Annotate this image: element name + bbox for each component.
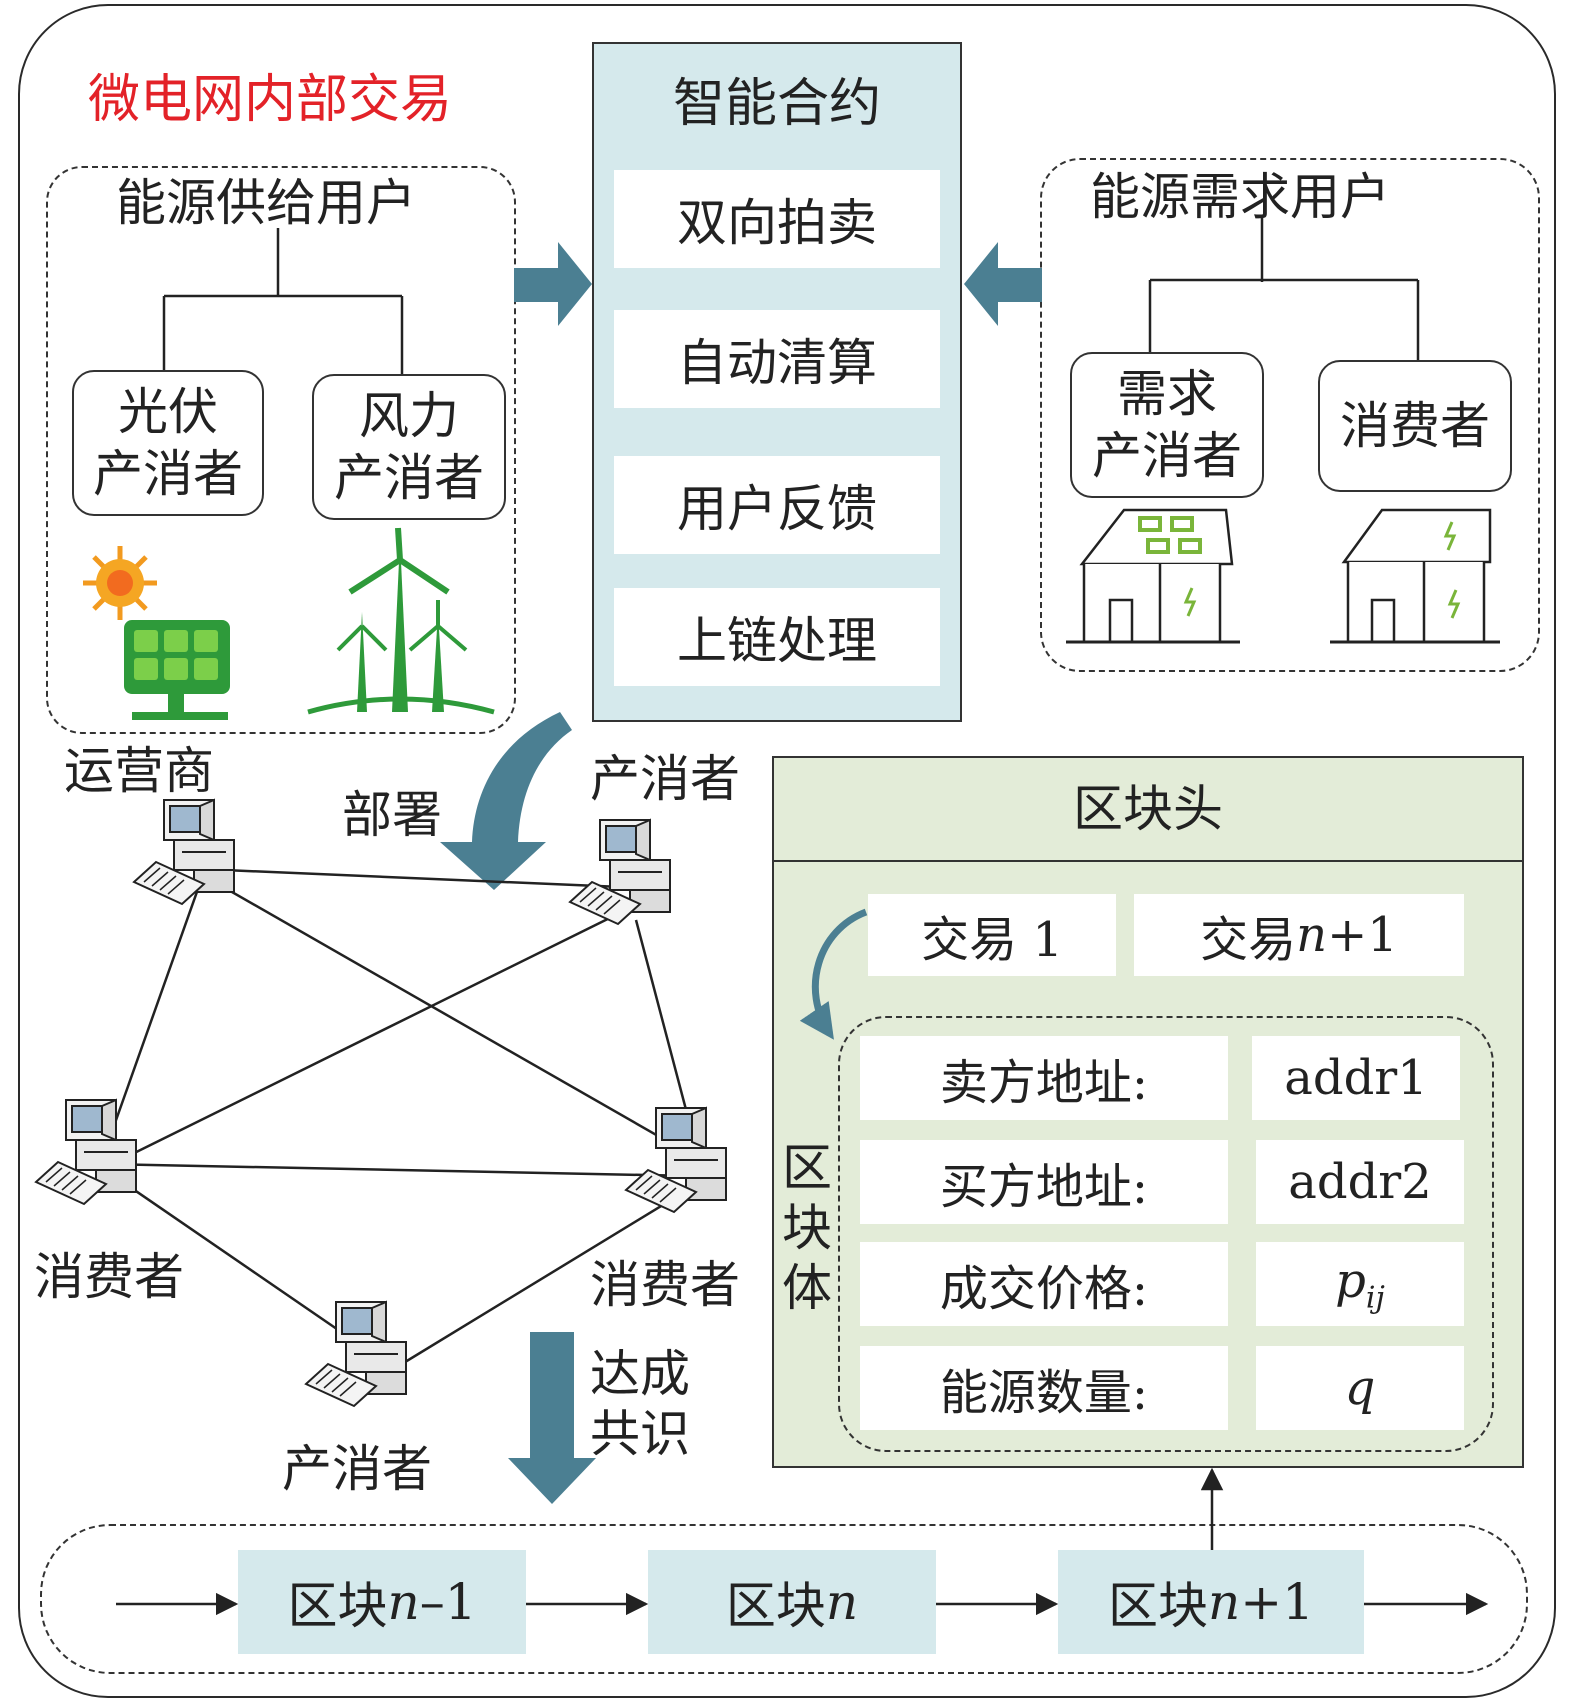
smart-contract-panel: 智能合约 双向拍卖 自动清算 用户反馈 上链处理 (592, 42, 962, 722)
buyer-address-value-cell: addr2 (1256, 1140, 1464, 1224)
block-body-label: 区 块 体 (782, 1138, 832, 1318)
demand-to-contract-arrow (964, 242, 1042, 326)
buyer-address-label-cell: 买方地址: (860, 1140, 1228, 1224)
solar-panel-icon (124, 620, 230, 720)
block-header-divider (772, 860, 1524, 862)
wind-prosumer-box: 风力 产消者 (312, 374, 506, 520)
consumer-box: 消费者 (1318, 360, 1512, 492)
chain-block-current-prefix: 区块 (725, 1577, 826, 1635)
supply-to-contract-arrow (514, 242, 592, 326)
consensus-label: 达成 共识 (590, 1344, 690, 1464)
chain-block-prev-prefix: 区块 (287, 1577, 388, 1635)
computer-icon-consumer-left (35, 1099, 137, 1205)
chain-block-next-suffix: +1 (1240, 1573, 1314, 1631)
chain-block-prev: 区块 n–1 (238, 1550, 526, 1654)
chain-block-prev-var: n (387, 1573, 420, 1631)
demand-prosumer-line1: 需求 (1117, 364, 1217, 423)
consensus-arrow (508, 1332, 596, 1504)
price-var: p (1335, 1252, 1366, 1309)
pv-prosumer-line2: 产消者 (93, 445, 243, 503)
supply-tree-lines (162, 228, 404, 374)
chain-block-next: 区块 n+1 (1058, 1550, 1364, 1654)
wind-turbine-icon (307, 527, 495, 715)
prosumer-top-label: 产消者 (590, 750, 740, 808)
buyer-address-value: addr2 (1288, 1154, 1432, 1210)
demand-users-group (1040, 158, 1540, 672)
operator-label: 运营商 (64, 742, 214, 800)
quantity-label: 能源数量: (939, 1365, 1149, 1421)
consensus-line2: 共识 (590, 1405, 690, 1463)
sc-item-double-auction: 双向拍卖 (614, 170, 940, 268)
demand-prosumer-box: 需求 产消者 (1070, 352, 1264, 498)
chain-block-current: 区块 n (648, 1550, 936, 1654)
consumer-right-label: 消费者 (590, 1256, 740, 1314)
pv-prosumer-box: 光伏 产消者 (72, 370, 264, 516)
block-body-char3: 体 (782, 1259, 832, 1317)
block-body-group (838, 1016, 1494, 1452)
supply-users-group (46, 166, 516, 734)
prosumer-bottom-label: 产消者 (282, 1440, 432, 1498)
demand-tree-lines (1148, 218, 1420, 360)
block-body-char1: 区 (782, 1139, 832, 1197)
txn-suffix: +1 (1327, 907, 1398, 963)
chain-group (40, 1524, 1528, 1674)
house-solar-icon (1066, 508, 1240, 644)
wind-prosumer-line1: 风力 (359, 386, 459, 445)
computer-icon-prosumer-top (569, 819, 671, 925)
txn-cell: 交易 n+1 (1134, 894, 1464, 976)
price-subscript: ij (1365, 1280, 1385, 1316)
outer-frame (18, 4, 1556, 1698)
price-label-cell: 成交价格: (860, 1242, 1228, 1326)
tx1-text: 交易 1 (921, 912, 1063, 968)
computer-icon-consumer-right (625, 1107, 727, 1213)
house-icon (1330, 508, 1500, 644)
chain-block-current-var: n (825, 1573, 859, 1631)
computer-icon-operator (133, 799, 235, 905)
buyer-address-label: 买方地址: (939, 1159, 1149, 1215)
price-label: 成交价格: (939, 1261, 1149, 1317)
consensus-line1: 达成 (590, 1345, 690, 1403)
seller-address-value-cell: addr1 (1252, 1036, 1460, 1120)
demand-prosumer-line2: 产消者 (1092, 427, 1242, 485)
txn-var: n (1296, 907, 1328, 963)
sc-item-user-feedback: 用户反馈 (614, 456, 940, 554)
seller-address-label: 卖方地址: (939, 1055, 1149, 1111)
network-links (102, 868, 701, 1372)
chain-block-next-var: n (1208, 1573, 1241, 1631)
chain-block-prev-suffix: –1 (419, 1573, 477, 1631)
pv-prosumer-line1: 光伏 (118, 382, 218, 441)
smart-contract-title: 智能合约 (672, 74, 881, 134)
supply-users-label: 能源供给用户 (116, 174, 416, 232)
quantity-value: q (1344, 1360, 1376, 1416)
tx1-cell: 交易 1 (868, 894, 1116, 976)
quantity-label-cell: 能源数量: (860, 1346, 1228, 1430)
deploy-arrow (440, 712, 572, 890)
chain-block-next-prefix: 区块 (1108, 1577, 1209, 1635)
seller-address-label-cell: 卖方地址: (860, 1036, 1228, 1120)
diagram-title: 微电网内部交易 (88, 70, 453, 130)
price-value-cell: pij (1256, 1242, 1464, 1326)
tx-to-body-arrow (799, 908, 868, 1040)
quantity-value-cell: q (1256, 1346, 1464, 1430)
demand-users-label: 能源需求用户 (1090, 168, 1390, 226)
sc-item-auto-clearing: 自动清算 (614, 310, 940, 408)
consumer-box-label: 消费者 (1340, 396, 1490, 455)
seller-address-value: addr1 (1284, 1050, 1428, 1106)
sun-icon (83, 546, 157, 620)
wind-prosumer-line2: 产消者 (334, 449, 484, 507)
price-value: pij (1335, 1253, 1385, 1316)
sc-item-onchain: 上链处理 (614, 588, 940, 686)
chain-arrows (116, 1467, 1489, 1616)
deploy-label: 部署 (342, 786, 442, 844)
block-body-char2: 块 (782, 1199, 832, 1257)
txn-prefix: 交易 (1200, 912, 1297, 968)
consumer-left-label: 消费者 (34, 1248, 184, 1306)
block-header-label: 区块头 (1073, 780, 1223, 838)
